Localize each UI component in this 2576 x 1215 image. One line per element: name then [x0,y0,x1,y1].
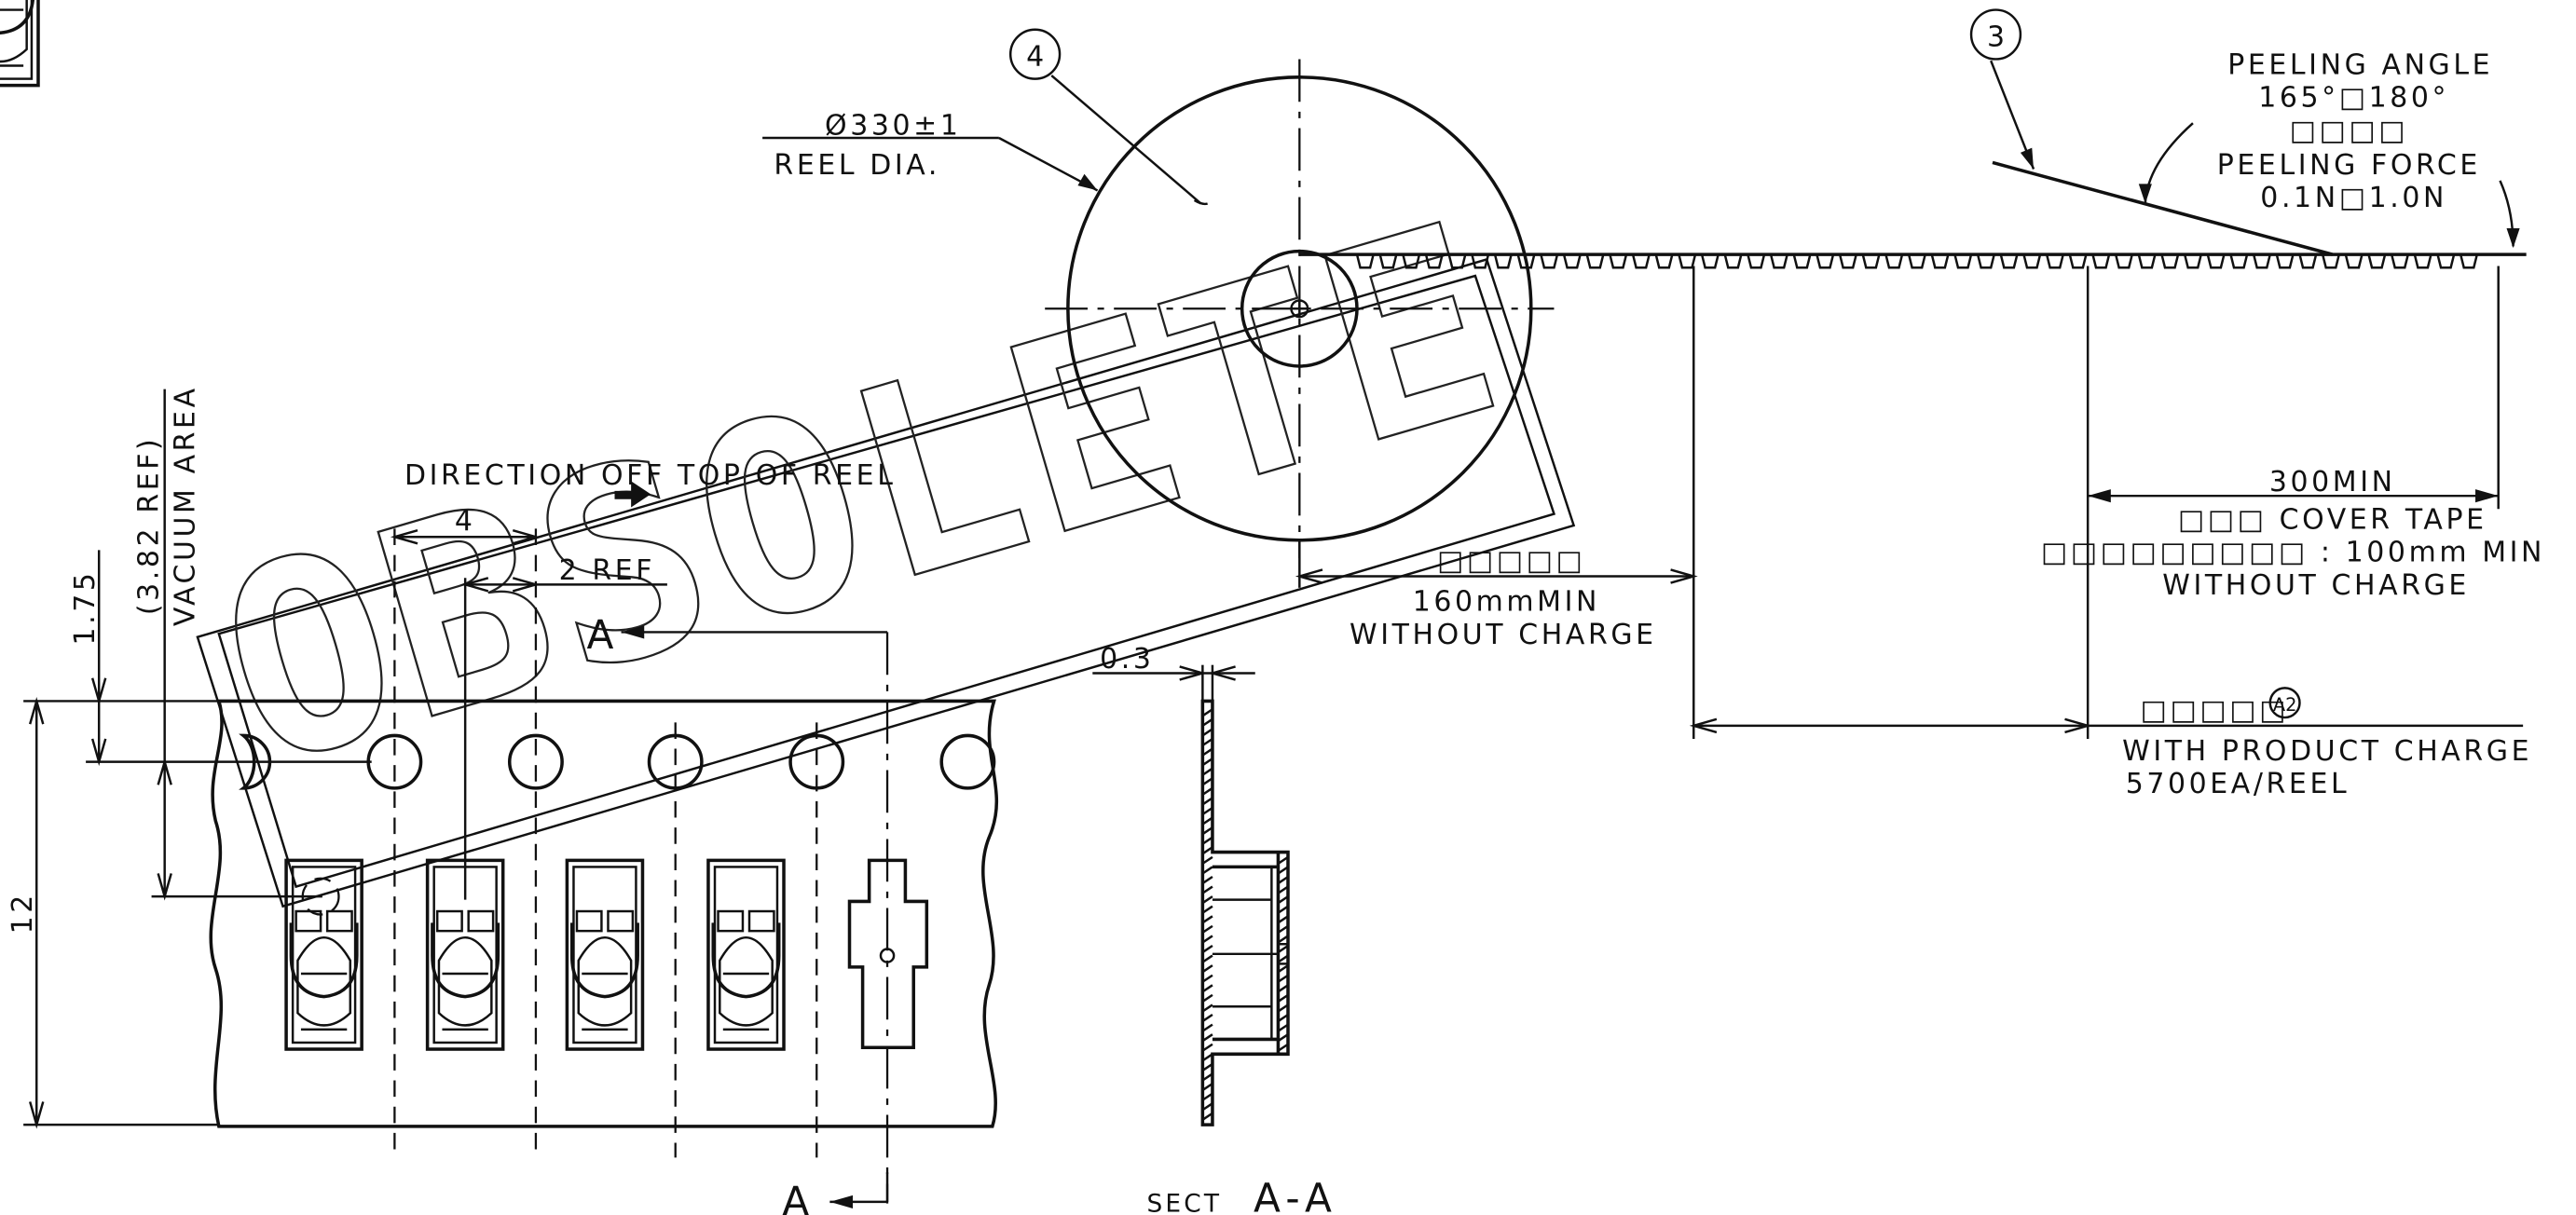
leader-charge: WITHOUT CHARGE [1350,619,1657,651]
pitch-4: 4 [455,505,476,538]
svg-text:REEL DIA.: REEL DIA. [774,149,940,182]
cover-tape-line [1992,160,2334,256]
revision-mark: A2 [2273,694,2297,716]
section-title: SECT [1146,1189,1222,1215]
svg-text:Ø330±1: Ø330±1 [825,109,961,142]
product-boxes: □□□□□ [2141,694,2289,727]
dim-175: 1.75 [69,569,102,645]
trailer-spec-block: 300MIN □□□ COVER TAPE □□□□□□□□□ : 100mm … [2041,466,2545,602]
section-mark-bottom: A [782,1179,809,1215]
reel [1045,59,1555,559]
product-spec-block: □□□□□ A2 WITH PRODUCT CHARGE 5700EA/REEL [2122,687,2532,800]
dim-2-ref: 2 REF [559,554,655,587]
peeling-angle-title: PEELING ANGLE [2227,48,2493,81]
section-name: A-A [1254,1175,1337,1215]
svg-text:3: 3 [1987,20,2005,53]
section-a-a: SECT A-A [1146,699,1337,1215]
direction-arrow-icon [614,481,651,508]
trailer-cover-tape: □□□ COVER TAPE [2178,503,2487,536]
peeling-force-value: 0.1N□1.0N [2260,182,2447,214]
leader-spec-block: □□□□□ 160mmMIN WITHOUT CHARGE [1350,544,1657,651]
balloon-4: 4 [1008,28,1209,206]
peeling-spec-block: PEELING ANGLE 165°□180° □□□□ PEELING FOR… [2217,48,2493,214]
empty-pocket [847,858,929,1050]
balloon-3: 3 [1969,8,2035,170]
product-charge: WITH PRODUCT CHARGE [2122,735,2532,768]
peeling-angle-value: 165°□180° [2258,82,2449,115]
svg-text:4: 4 [1026,40,1044,73]
leader-length: 160mmMIN [1413,586,1600,619]
dim-382-ref: (3.82 REF) [133,436,166,615]
leader-boxes: □□□□□ [1437,544,1585,577]
direction-label: DIRECTION OFF TOP OF REEL [404,459,897,492]
component-pocket [0,0,40,88]
trailer-length: 300MIN [2269,466,2396,498]
peeling-force-title: PEELING FORCE [2217,149,2481,182]
trailer-charge: WITHOUT CHARGE [2162,569,2470,602]
peeling-angle-arcs [2138,122,2520,249]
carrier-tape-plan [0,0,998,1204]
trailer-empty: □□□□□□□□□ : 100mm MIN [2041,537,2545,569]
peeling-boxes: □□□□ [2290,115,2409,147]
product-quantity: 5700EA/REEL [2126,768,2350,800]
reel-diameter-label: Ø330±1 REEL DIA. [762,109,1099,192]
section-mark-top: A [587,612,614,658]
carrier-tape-strip [1299,253,2527,269]
tape-width-12: 12 [7,892,39,934]
watermark-text: OBSOLETE [191,166,1532,826]
vacuum-area-label: VACUUM AREA [169,385,201,626]
leader-trailer-dimensions [1295,266,2524,739]
thickness-03: 0.3 [1100,643,1154,676]
tape-dimensions: DIRECTION OFF TOP OF REEL 4 2 REF A A 12 [7,385,1255,1215]
